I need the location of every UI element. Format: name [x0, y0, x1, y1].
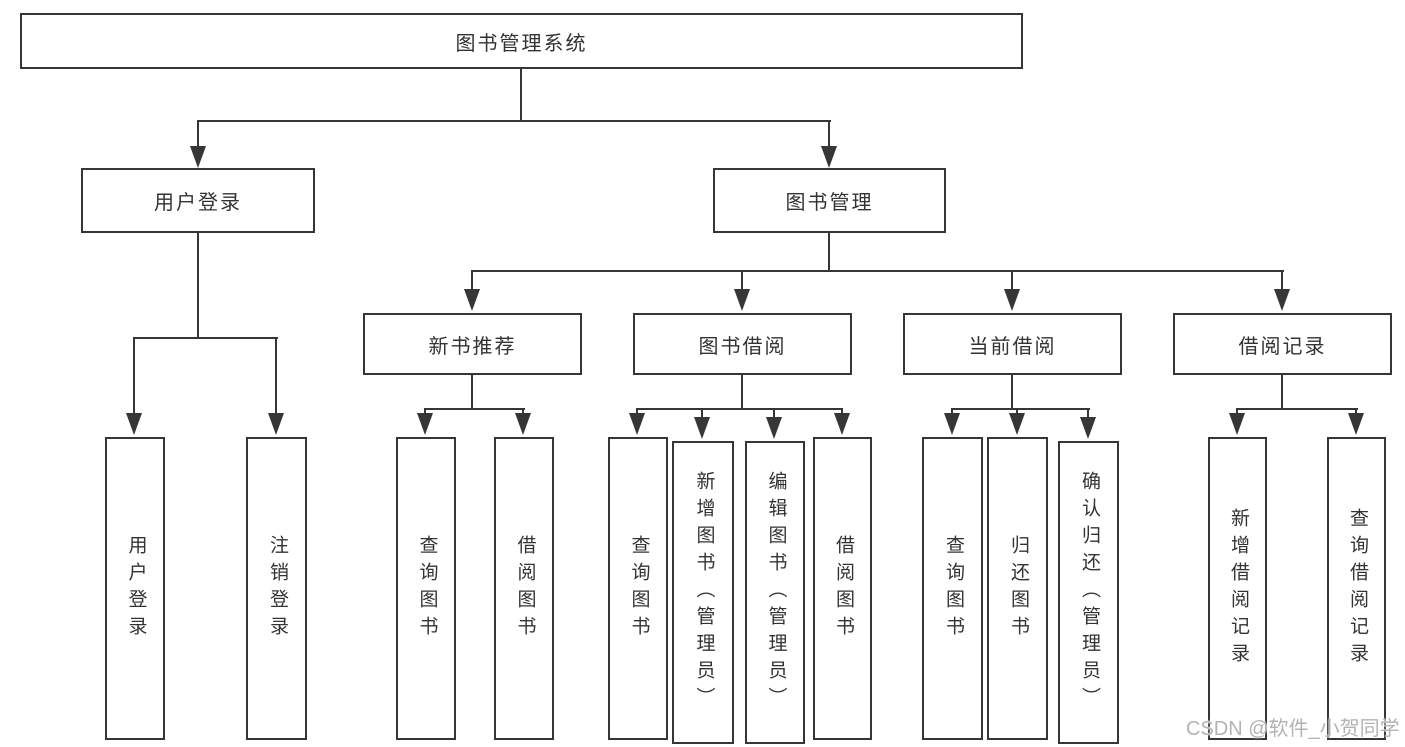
- leaf-add-borrow-record-label: 新增借阅记录: [1227, 507, 1249, 670]
- connector-line: [522, 410, 524, 415]
- connector-line: [1236, 410, 1238, 415]
- arrow-down-icon: [629, 413, 645, 435]
- connector-line: [741, 374, 743, 410]
- arrow-down-icon: [126, 413, 142, 435]
- connector-line: [828, 232, 830, 272]
- connector-line: [424, 408, 525, 410]
- arrow-down-icon: [464, 289, 480, 311]
- leaf-confirm-return-admin: 确认归还（管理员）: [1058, 441, 1119, 744]
- connector-line: [471, 374, 473, 410]
- connector-line: [1281, 374, 1283, 410]
- node-user-login-branch: 用户登录: [81, 168, 315, 233]
- leaf-return-book: 归还图书: [987, 437, 1048, 740]
- connector-line: [741, 272, 743, 291]
- node-user-login-branch-label: 用户登录: [154, 192, 242, 214]
- leaf-query-books-recommend: 查询图书: [396, 437, 456, 740]
- node-new-book-recommend-label: 新书推荐: [428, 335, 517, 358]
- connector-line: [828, 122, 830, 148]
- arrow-down-icon: [1229, 413, 1245, 435]
- connector-line: [275, 339, 277, 415]
- connector-line: [1011, 272, 1013, 291]
- leaf-add-book-admin-label: 新增图书（管理员）: [693, 471, 715, 714]
- node-book-management-branch: 图书管理: [713, 168, 946, 233]
- leaf-query-borrow-record: 查询借阅记录: [1327, 437, 1386, 740]
- leaf-add-book-admin: 新增图书（管理员）: [672, 441, 734, 744]
- leaf-query-books-current-label: 查询图书: [942, 534, 964, 643]
- node-book-borrow-label: 图书借阅: [698, 335, 787, 358]
- leaf-return-book-label: 归还图书: [1007, 534, 1029, 643]
- leaf-borrow-books-borrow: 借阅图书: [813, 437, 872, 740]
- leaf-confirm-return-admin-label: 确认归还（管理员）: [1078, 471, 1100, 714]
- leaf-edit-book-admin: 编辑图书（管理员）: [745, 441, 805, 744]
- connector-line: [197, 232, 199, 337]
- connector-line: [636, 408, 843, 410]
- node-root: 图书管理系统: [20, 13, 1023, 69]
- leaf-borrow-books-recommend-label: 借阅图书: [514, 534, 536, 643]
- node-book-borrow: 图书借阅: [633, 313, 852, 375]
- connector-line: [1016, 410, 1018, 415]
- connector-line: [1011, 374, 1013, 410]
- leaf-add-borrow-record: 新增借阅记录: [1208, 437, 1267, 740]
- connector-line: [1236, 408, 1358, 410]
- arrow-down-icon: [766, 417, 782, 439]
- connector-line: [471, 272, 473, 291]
- arrow-down-icon: [1080, 417, 1096, 439]
- arrow-down-icon: [694, 417, 710, 439]
- leaf-user-login-label: 用户登录: [125, 534, 147, 643]
- arrow-down-icon: [417, 413, 433, 435]
- connector-line: [1281, 272, 1283, 291]
- arrow-down-icon: [190, 146, 206, 168]
- arrow-down-icon: [834, 413, 850, 435]
- leaf-query-books-borrow-label: 查询图书: [628, 534, 650, 643]
- arrow-down-icon: [734, 289, 750, 311]
- connector-line: [1087, 410, 1089, 419]
- connector-line: [197, 122, 199, 148]
- arrow-down-icon: [1274, 289, 1290, 311]
- connector-line: [133, 337, 278, 339]
- node-current-borrow: 当前借阅: [903, 313, 1122, 375]
- connector-line: [951, 408, 1090, 410]
- node-borrow-records: 借阅记录: [1173, 313, 1392, 375]
- arrow-down-icon: [268, 413, 284, 435]
- watermark: CSDN @软件_小贺同学: [1186, 718, 1400, 740]
- leaf-query-borrow-record-label: 查询借阅记录: [1346, 507, 1368, 670]
- arrow-down-icon: [1004, 289, 1020, 311]
- connector-line: [951, 410, 953, 415]
- leaf-query-books-recommend-label: 查询图书: [416, 534, 438, 643]
- node-book-management-branch-label: 图书管理: [785, 192, 874, 214]
- connector-line: [701, 410, 703, 419]
- node-new-book-recommend: 新书推荐: [363, 313, 582, 375]
- node-borrow-records-label: 借阅记录: [1238, 335, 1327, 358]
- leaf-edit-book-admin-label: 编辑图书（管理员）: [765, 471, 787, 714]
- leaf-logout-label: 注销登录: [266, 534, 288, 643]
- connector-line: [197, 120, 831, 122]
- node-current-borrow-label: 当前借阅: [968, 335, 1057, 358]
- leaf-borrow-books-borrow-label: 借阅图书: [832, 534, 854, 643]
- arrow-down-icon: [1009, 413, 1025, 435]
- leaf-borrow-books-recommend: 借阅图书: [494, 437, 554, 740]
- arrow-down-icon: [821, 146, 837, 168]
- connector-line: [841, 410, 843, 415]
- leaf-logout: 注销登录: [246, 437, 307, 740]
- connector-line: [471, 270, 1284, 272]
- connector-line: [1355, 410, 1357, 415]
- leaf-query-books-borrow: 查询图书: [608, 437, 668, 740]
- arrow-down-icon: [1348, 413, 1364, 435]
- arrow-down-icon: [515, 413, 531, 435]
- connector-line: [424, 410, 426, 415]
- arrow-down-icon: [944, 413, 960, 435]
- leaf-user-login: 用户登录: [105, 437, 165, 740]
- connector-line: [636, 410, 638, 415]
- leaf-query-books-current: 查询图书: [922, 437, 983, 740]
- connector-line: [520, 68, 522, 122]
- connector-line: [133, 339, 135, 415]
- connector-line: [773, 410, 775, 419]
- node-root-label: 图书管理系统: [455, 32, 588, 55]
